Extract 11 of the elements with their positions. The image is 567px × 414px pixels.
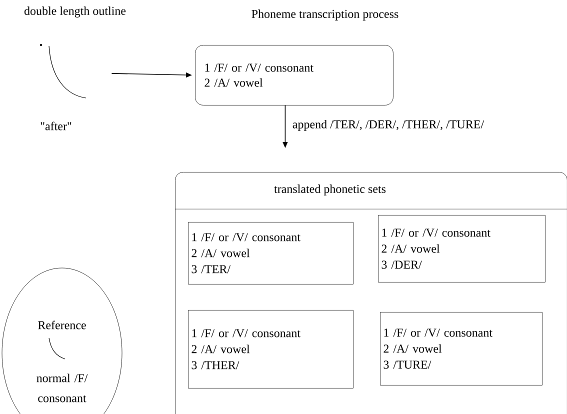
node-label: "after" [40,122,72,130]
label: normal /F/ consonant [36,374,88,402]
set-box: 1 /F/ or /V/ consonant 2 /A/ vowel 3 /DER/ [378,215,546,282]
heading: Phoneme transcription process [252,10,398,20]
set-box: 1 /F/ or /V/ consonant 2 /A/ vowel 3 /TER/ [188,222,354,284]
set-box: 1 /F/ or /V/ consonant 2 /A/ vowel 3 /THER/ [188,310,354,388]
node-label: double length outline [24,6,126,18]
edge-label: append /TER/, /DER/, /THER/, /TURE/ [292,120,484,131]
label: Reference [38,320,86,330]
process-box: 1 /F/ or /V/ consonant 2 /A/ vowel [195,45,394,106]
set-box: 1 /F/ or /V/ consonant 2 /A/ vowel 3 /TURE/ [380,312,542,386]
